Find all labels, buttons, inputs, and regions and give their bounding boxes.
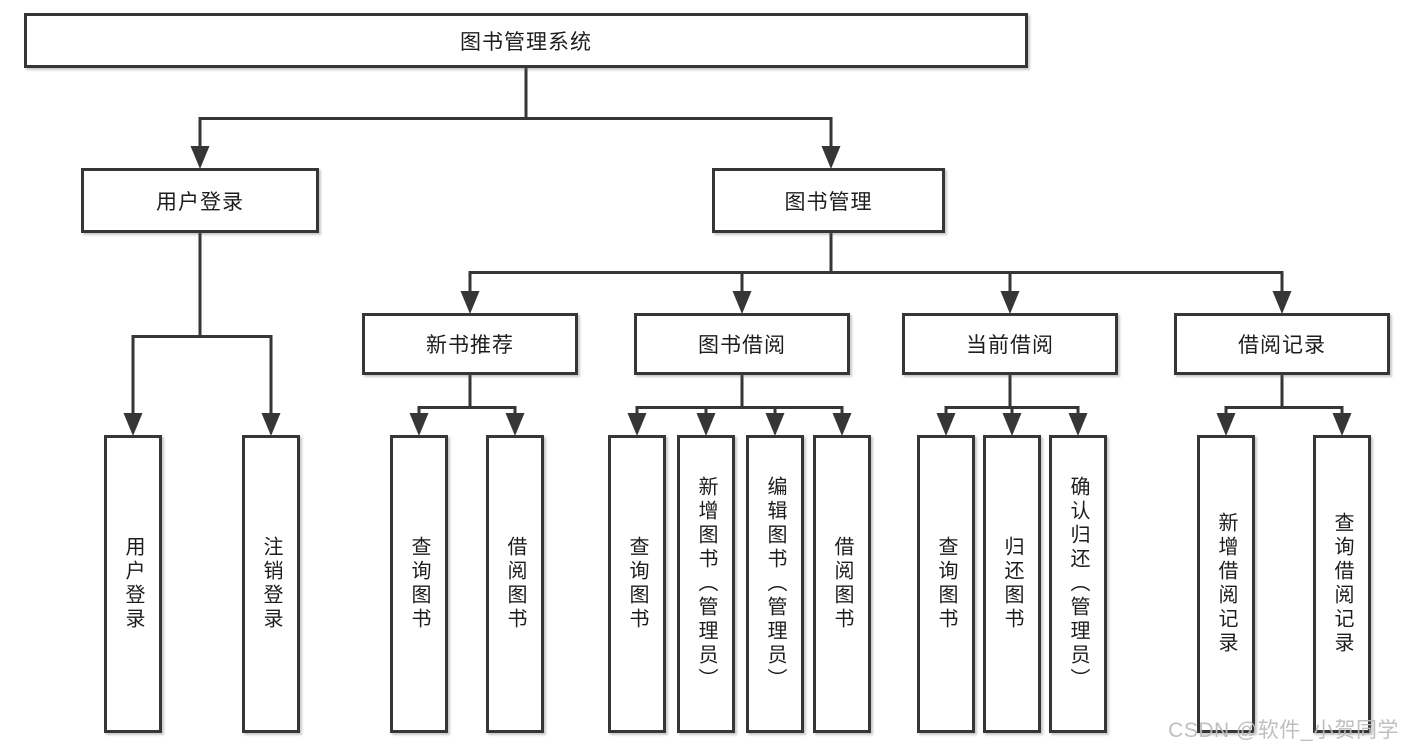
node-user-login: 用户登录 (81, 168, 319, 233)
node-user-login-label: 用户登录 (156, 190, 244, 214)
node-borrow-records: 借阅记录 (1174, 313, 1390, 375)
leaf-query-borrow-record-label: 查询借阅记录 (1331, 512, 1353, 656)
node-book-borrow-label: 图书借阅 (698, 334, 786, 357)
leaf-return-books: 归还图书 (983, 435, 1041, 733)
node-book-borrow: 图书借阅 (634, 313, 850, 375)
leaf-borrow-books-recommend-label: 借阅图书 (504, 536, 526, 632)
leaf-logout: 注销登录 (242, 435, 300, 733)
csdn-watermark: CSDN @软件_小贺同学 (1168, 719, 1399, 742)
node-root-system-label: 图书管理系统 (460, 30, 592, 54)
leaf-add-borrow-record-label: 新增借阅记录 (1215, 512, 1237, 656)
leaf-return-books-label: 归还图书 (1001, 536, 1023, 632)
leaf-confirm-return-admin: 确认归还（管理员） (1049, 435, 1107, 733)
node-book-management: 图书管理 (712, 168, 945, 233)
leaf-user-login: 用户登录 (104, 435, 162, 733)
leaf-query-borrow-record: 查询借阅记录 (1313, 435, 1371, 733)
leaf-logout-label: 注销登录 (260, 536, 282, 632)
node-book-management-label: 图书管理 (784, 190, 873, 214)
leaf-add-books-admin: 新增图书（管理员） (677, 435, 735, 733)
leaf-borrow-books: 借阅图书 (813, 435, 871, 733)
leaf-add-books-admin-label: 新增图书（管理员） (695, 476, 717, 692)
leaf-user-login-label: 用户登录 (122, 536, 144, 632)
leaf-query-books-borrow: 查询图书 (608, 435, 666, 733)
node-new-book-recommend-label: 新书推荐 (426, 334, 514, 357)
node-root-system: 图书管理系统 (24, 13, 1028, 68)
leaf-edit-books-admin-label: 编辑图书（管理员） (764, 476, 786, 692)
node-current-borrow-label: 当前借阅 (966, 334, 1054, 357)
leaf-query-books-current: 查询图书 (917, 435, 975, 733)
node-borrow-records-label: 借阅记录 (1238, 334, 1326, 357)
leaf-borrow-books-recommend: 借阅图书 (486, 435, 544, 733)
node-current-borrow: 当前借阅 (902, 313, 1118, 375)
node-new-book-recommend: 新书推荐 (362, 313, 578, 375)
leaf-edit-books-admin: 编辑图书（管理员） (746, 435, 804, 733)
leaf-query-books-current-label: 查询图书 (935, 536, 957, 632)
leaf-add-borrow-record: 新增借阅记录 (1197, 435, 1255, 733)
leaf-query-books-recommend-label: 查询图书 (408, 536, 430, 632)
leaf-borrow-books-label: 借阅图书 (831, 536, 853, 632)
leaf-confirm-return-admin-label: 确认归还（管理员） (1067, 476, 1089, 692)
leaf-query-books-recommend: 查询图书 (390, 435, 448, 733)
leaf-query-books-borrow-label: 查询图书 (626, 536, 648, 632)
